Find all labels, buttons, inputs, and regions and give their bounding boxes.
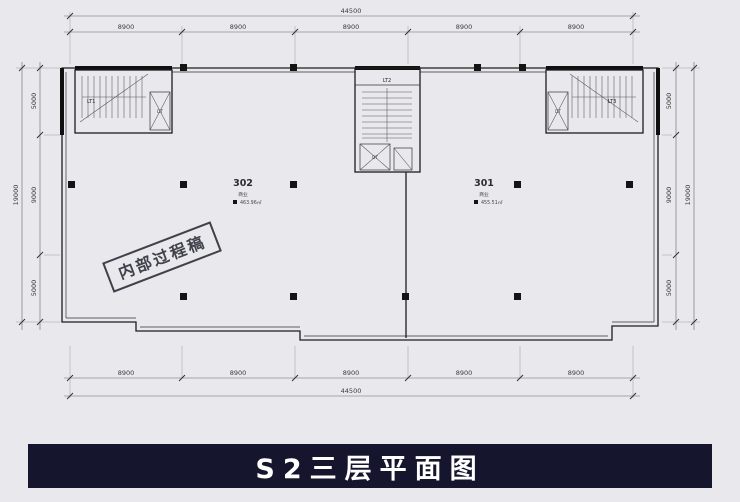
dimension-top: 44500 8900 8900 8900 8900 8900 — [64, 7, 640, 36]
room-302-area-icon — [233, 200, 237, 204]
room-302: 302 商业 463.96㎡ — [233, 178, 262, 206]
dim-bottom-seg-2: 8900 — [230, 369, 247, 377]
dim-top-seg-3: 8900 — [343, 23, 360, 31]
dim-top-seg-4: 8900 — [456, 23, 473, 31]
room-301-number: 301 — [474, 178, 494, 189]
room-302-number: 302 — [233, 178, 253, 189]
watermark-text: 内部过程稿 — [116, 232, 209, 283]
room-301-area: 455.51㎡ — [481, 199, 503, 206]
building-outline — [60, 66, 660, 341]
stair-core-center: LT2 DT — [354, 67, 421, 173]
room-301: 301 商业 455.51㎡ — [474, 178, 503, 206]
stair-right-label: LT3 — [608, 99, 616, 105]
dimension-right: 5000 9000 5000 19000 — [665, 62, 698, 330]
dim-right-total: 19000 — [684, 185, 692, 206]
dim-bottom-total: 44500 — [341, 387, 362, 395]
plan-title: S2三层平面图 — [255, 453, 485, 485]
dim-bottom-seg-1: 8900 — [118, 369, 135, 377]
dim-right-seg-1: 5000 — [665, 93, 673, 110]
dim-top-seg-1: 8900 — [118, 23, 135, 31]
dim-right-seg-3: 5000 — [665, 280, 673, 297]
elevator-center-label: DT — [372, 155, 378, 160]
dim-bottom-seg-3: 8900 — [343, 369, 360, 377]
dim-top-seg-5: 8900 — [568, 23, 585, 31]
dim-top-seg-2: 8900 — [230, 23, 247, 31]
dim-bottom-seg-4: 8900 — [456, 369, 473, 377]
room-302-use: 商业 — [238, 191, 248, 198]
room-302-area: 463.96㎡ — [240, 199, 262, 206]
dim-left-seg-1: 5000 — [30, 93, 38, 110]
stair-left-label: LT1 — [87, 99, 95, 105]
columns — [68, 64, 633, 300]
room-301-use: 商业 — [479, 191, 489, 198]
elevator-left-label: DT — [157, 109, 163, 114]
extension-lines — [16, 12, 700, 398]
stair-core-left: LT1 DT — [74, 69, 173, 134]
dim-left-seg-3: 5000 — [30, 280, 38, 297]
dim-bottom-seg-5: 8900 — [568, 369, 585, 377]
dimension-left: 19000 5000 9000 5000 — [12, 62, 44, 330]
stair-center-label: LT2 — [383, 78, 391, 84]
elevator-right-label: DT — [555, 109, 561, 114]
dim-left-total: 19000 — [12, 185, 20, 206]
floor-plan-drawing: 44500 8900 8900 8900 8900 8900 8900 8900… — [12, 7, 700, 400]
dim-top-total: 44500 — [341, 7, 362, 15]
dim-left-seg-2: 9000 — [30, 187, 38, 204]
dim-right-seg-2: 9000 — [665, 187, 673, 204]
watermark-stamp: 内部过程稿 — [102, 221, 222, 293]
dimension-bottom: 8900 8900 8900 8900 8900 44500 — [64, 369, 640, 400]
room-301-area-icon — [474, 200, 478, 204]
title-banner: S2三层平面图 — [28, 444, 712, 488]
stair-core-right: LT3 DT — [545, 69, 644, 134]
